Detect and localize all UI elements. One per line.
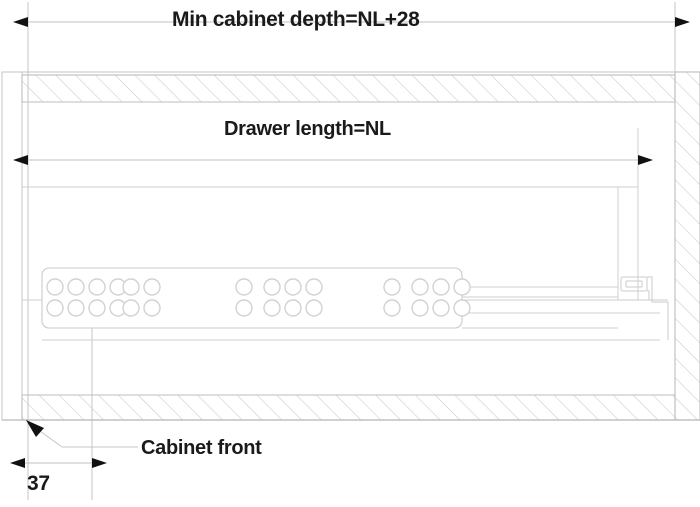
annotation-label-cabinet-front: Cabinet front <box>141 437 262 459</box>
slide-rail-lines <box>42 286 660 341</box>
cabinet-front-panel <box>1 71 23 421</box>
cabinet-back-wall <box>674 71 700 421</box>
cabinet-bottom-wall <box>21 394 676 421</box>
cabinet-carcass <box>1 71 700 421</box>
cabinet-top-wall <box>21 74 676 103</box>
hole-group-3 <box>235 278 323 317</box>
rear-bracket <box>618 276 669 340</box>
dimension-label-front-setback: 37 <box>27 472 50 495</box>
hole-group-4 <box>383 278 471 317</box>
dimension-label-drawer-length: Drawer length=NL <box>224 118 391 140</box>
slide-body <box>41 267 463 329</box>
hole-group-1 <box>46 278 127 317</box>
hole-group-2 <box>122 278 161 317</box>
dimension-label-min-cabinet-depth: Min cabinet depth=NL+28 <box>172 8 420 31</box>
slide-hole-patterns <box>46 278 471 317</box>
leader-cabinet-front <box>26 420 138 448</box>
